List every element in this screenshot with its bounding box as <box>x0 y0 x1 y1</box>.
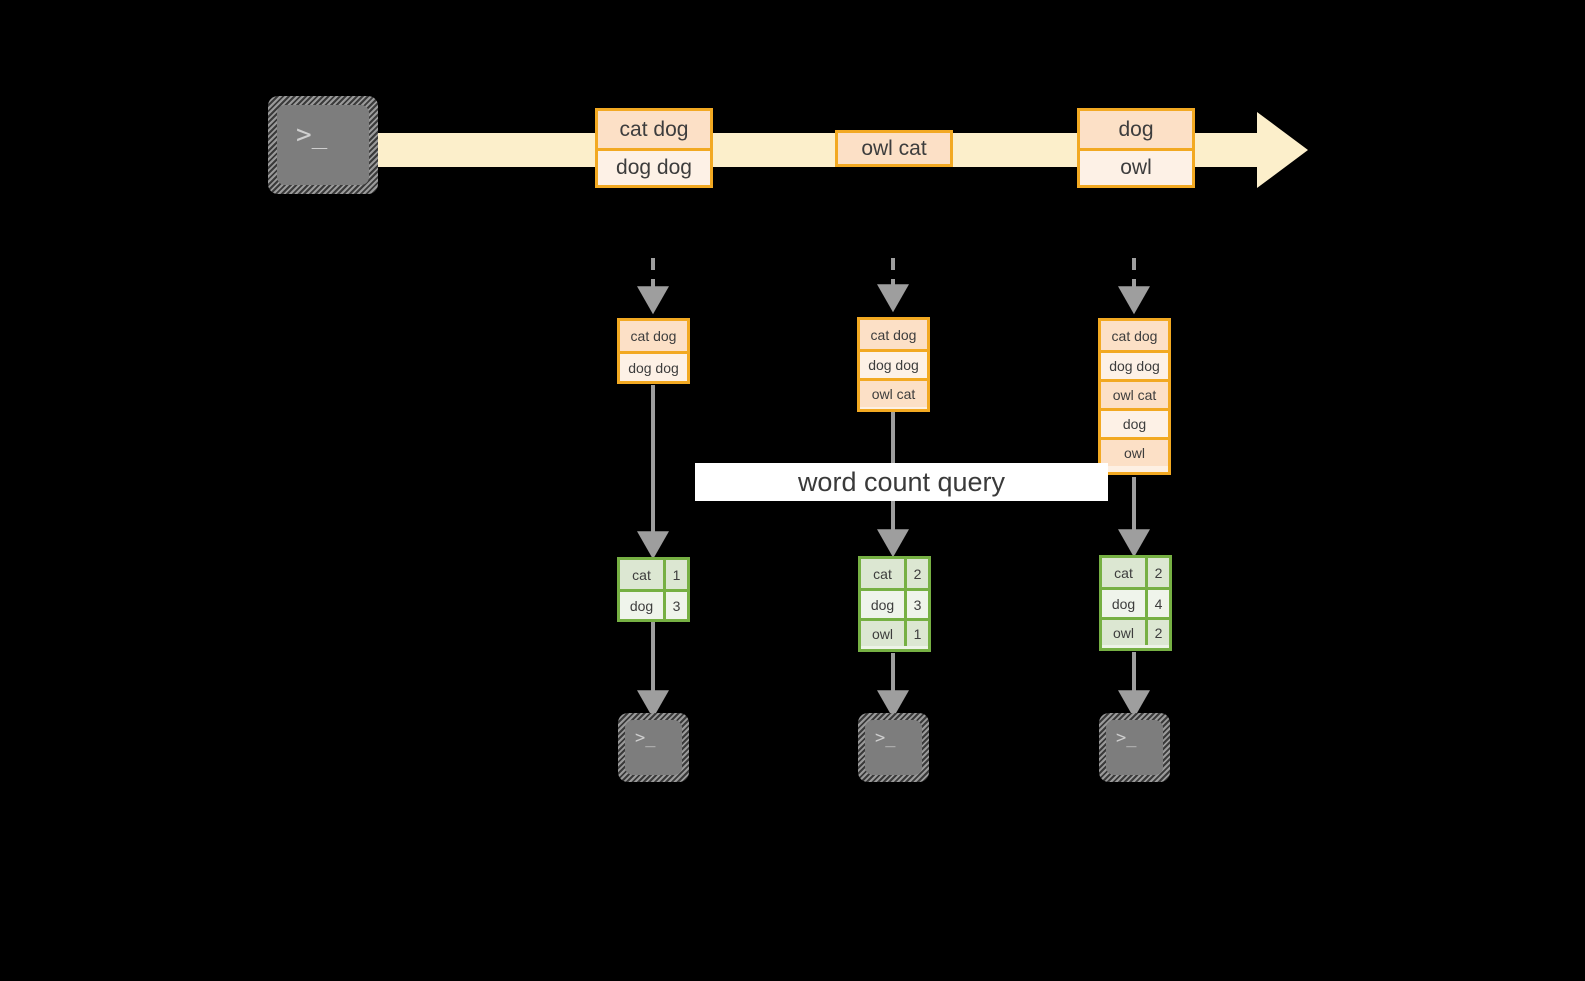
input-row: dog dog <box>1101 350 1168 379</box>
count-cell: 1 <box>907 621 928 646</box>
terminal-prompt-icon: >_ <box>635 728 656 748</box>
word-cell: dog <box>1102 590 1148 617</box>
input-row: dog dog <box>620 351 687 381</box>
table-row: owl 2 <box>1102 617 1169 645</box>
table-row: cat 2 <box>1102 558 1169 587</box>
count-cell: 2 <box>1148 620 1169 645</box>
input-row: dog dog <box>860 349 927 378</box>
count-cell: 3 <box>907 591 928 618</box>
input-row: owl cat <box>860 378 927 407</box>
word-cell: cat <box>620 560 666 589</box>
terminal-face <box>625 720 682 775</box>
terminal-prompt-icon: >_ <box>296 120 328 150</box>
table-row: cat 1 <box>620 560 687 589</box>
word-cell: dog <box>861 591 907 618</box>
snapshot-3-input-stack[interactable]: cat dog dog dog owl cat dog owl <box>1098 318 1171 475</box>
snapshot-2-input-stack[interactable]: cat dog dog dog owl cat <box>857 317 930 412</box>
stream-record-group-1[interactable]: cat dog dog dog <box>595 108 713 188</box>
snapshot-3-result-table[interactable]: cat 2 dog 4 owl 2 <box>1099 555 1172 651</box>
word-cell: owl <box>861 621 907 646</box>
stream-record-group-3[interactable]: dog owl <box>1077 108 1195 188</box>
word-cell: dog <box>620 592 666 619</box>
stream-record: owl cat <box>838 133 950 164</box>
input-row: cat dog <box>860 320 927 349</box>
table-row: dog 4 <box>1102 587 1169 617</box>
input-row: owl cat <box>1101 379 1168 408</box>
terminal-face <box>865 720 922 775</box>
table-row: dog 3 <box>620 589 687 619</box>
record-stream-arrow <box>360 112 1308 188</box>
stream-record: dog <box>1080 111 1192 148</box>
input-row: cat dog <box>1101 321 1168 350</box>
snapshot-2-sink-terminal[interactable]: >_ <box>858 713 929 782</box>
table-row: owl 1 <box>861 618 928 646</box>
word-cell: cat <box>861 559 907 588</box>
snapshot-3-sink-terminal[interactable]: >_ <box>1099 713 1170 782</box>
input-row: owl <box>1101 437 1168 466</box>
stream-record: owl <box>1080 148 1192 185</box>
count-cell: 2 <box>1148 558 1169 587</box>
query-band: word count query <box>695 463 1108 501</box>
snapshot-1-result-table[interactable]: cat 1 dog 3 <box>617 557 690 622</box>
count-cell: 3 <box>666 592 687 619</box>
terminal-face <box>277 105 369 185</box>
count-cell: 1 <box>666 560 687 589</box>
snapshot-1-input-stack[interactable]: cat dog dog dog <box>617 318 690 384</box>
terminal-prompt-icon: >_ <box>875 728 896 748</box>
stream-record: cat dog <box>598 111 710 148</box>
terminal-prompt-icon: >_ <box>1116 728 1137 748</box>
snapshot-2-result-table[interactable]: cat 2 dog 3 owl 1 <box>858 556 931 652</box>
word-cell: owl <box>1102 620 1148 645</box>
input-row: dog <box>1101 408 1168 437</box>
table-row: cat 2 <box>861 559 928 588</box>
producer-terminal[interactable]: >_ <box>268 96 378 194</box>
input-row: cat dog <box>620 321 687 351</box>
count-cell: 4 <box>1148 590 1169 617</box>
stream-record: dog dog <box>598 148 710 185</box>
table-row: dog 3 <box>861 588 928 618</box>
count-cell: 2 <box>907 559 928 588</box>
terminal-face <box>1106 720 1163 775</box>
stream-record-group-2[interactable]: owl cat <box>835 130 953 167</box>
snapshot-1-sink-terminal[interactable]: >_ <box>618 713 689 782</box>
word-cell: cat <box>1102 558 1148 587</box>
